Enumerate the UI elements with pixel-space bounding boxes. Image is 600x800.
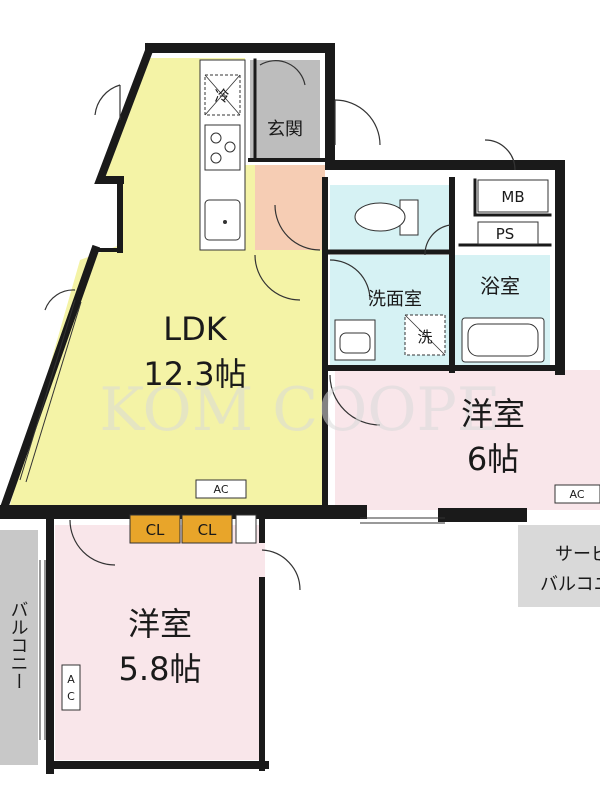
closet-2-label: CL [198, 521, 217, 539]
mb-box [477, 179, 549, 213]
basin-bowl [339, 332, 371, 354]
bathtub-inner [467, 323, 539, 357]
ldk-floor [10, 58, 325, 505]
closet-filler [235, 514, 257, 544]
burner-icon [210, 152, 222, 164]
fridge-label: 冷 [214, 87, 229, 105]
western2-size: 5.8帖 [119, 650, 202, 688]
ac-western2-label-a: A [67, 673, 75, 686]
mb-label: MB [501, 188, 524, 206]
burner-icon [224, 141, 236, 153]
stove [204, 124, 241, 171]
hall-floor [255, 165, 325, 250]
drain-icon [223, 220, 227, 224]
ldk-name: LDK [163, 310, 227, 348]
western1-name: 洋室 [461, 395, 525, 433]
burner-icon [210, 132, 222, 144]
closet-1 [129, 514, 181, 544]
western2-floor [55, 525, 265, 760]
western2-name: 洋室 [128, 605, 192, 643]
service-balcony-name-1: サービス [555, 544, 600, 565]
entrance-floor [250, 60, 320, 160]
washer-label: 洗 [417, 328, 432, 346]
walls [0, 42, 565, 774]
closet-2 [181, 514, 233, 544]
watermark: KOM COOPE [99, 375, 500, 445]
ac-western1-box [554, 484, 600, 504]
service-balcony-name-2: バルコニー [540, 574, 600, 595]
service-balcony-floor [518, 525, 600, 607]
toilet-bowl [354, 202, 406, 232]
washroom-name: 洗面室 [368, 289, 422, 310]
ps-box [477, 221, 539, 245]
western1-size: 6帖 [467, 440, 519, 478]
ac-western1-label: AC [569, 488, 584, 501]
windows [19, 299, 445, 740]
ac-western2-box [61, 664, 81, 711]
sink [204, 199, 241, 241]
ac-ldk-label: AC [213, 483, 228, 496]
bathroom-name: 浴室 [480, 274, 520, 298]
entrance-name: 玄関 [267, 119, 303, 140]
ps-label: PS [496, 225, 515, 243]
balcony-name: バルコニー [8, 600, 29, 690]
balcony-floor [0, 530, 38, 765]
ac-ldk-box [195, 479, 247, 499]
closet-1-label: CL [146, 521, 165, 539]
ldk-size: 12.3帖 [143, 355, 246, 393]
ac-western2-label-b: C [67, 690, 75, 703]
doors [44, 60, 516, 591]
